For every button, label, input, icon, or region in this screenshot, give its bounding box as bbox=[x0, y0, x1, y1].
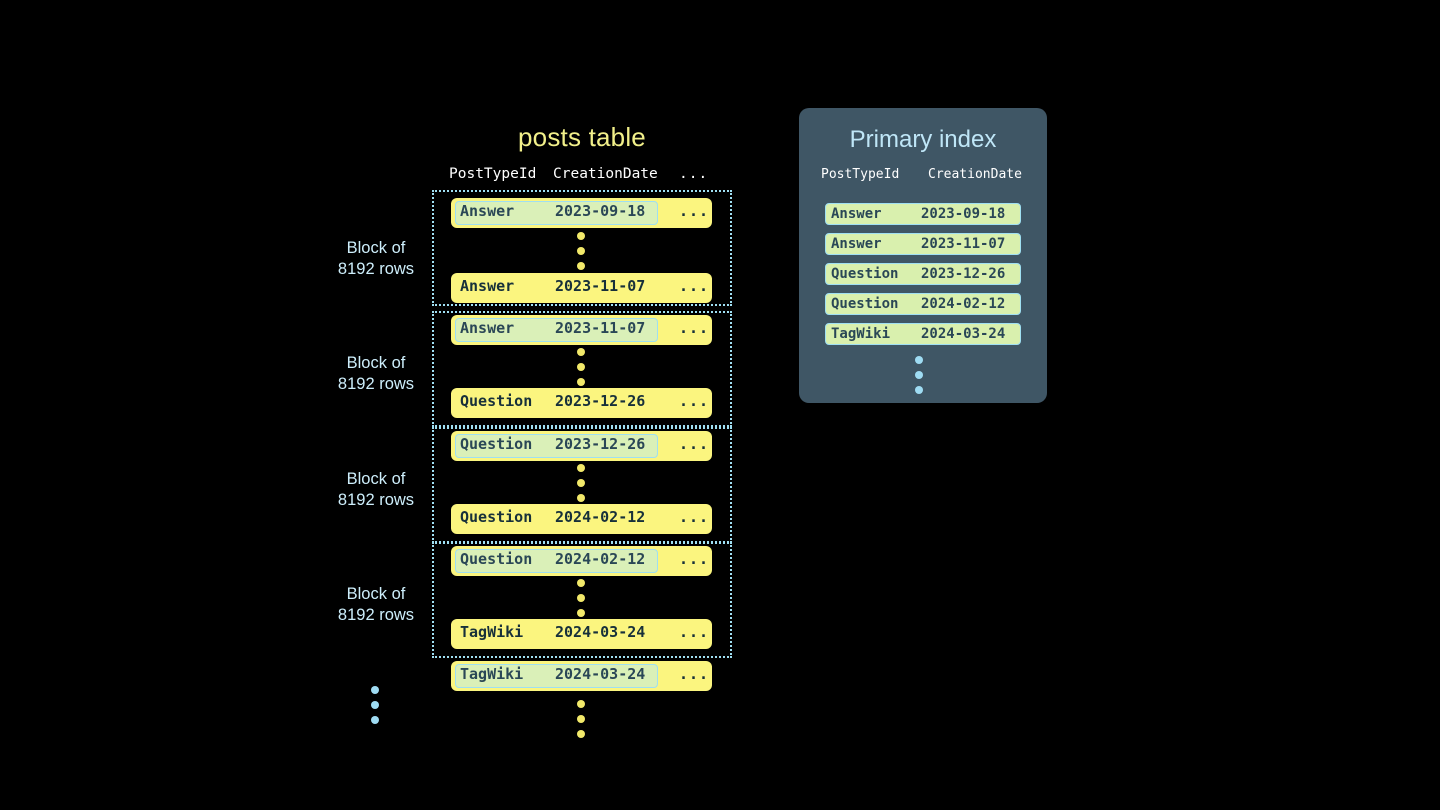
cell-ellipsis: ... bbox=[679, 508, 710, 526]
cell-creationdate: 2024-02-12 bbox=[555, 550, 646, 568]
cell-ellipsis: ... bbox=[679, 550, 710, 568]
row-ellipsis-block1 bbox=[577, 232, 587, 277]
row-ellipsis-block3 bbox=[577, 464, 587, 509]
cell-creationdate: 2023-11-07 bbox=[555, 277, 646, 295]
cell-creationdate: 2024-03-24 bbox=[921, 326, 1006, 342]
cell-posttypeid: Answer bbox=[831, 236, 882, 252]
cell-posttypeid: Question bbox=[460, 392, 533, 410]
primary-index-panel: Primary index PostTypeId CreationDate An… bbox=[799, 108, 1047, 403]
key-highlight-box bbox=[455, 549, 658, 573]
column-header-posttypeid: PostTypeId bbox=[821, 167, 900, 182]
cell-creationdate: 2023-12-26 bbox=[555, 435, 646, 453]
block-2 bbox=[432, 311, 732, 427]
table-continuation-ellipsis bbox=[577, 700, 587, 745]
cell-ellipsis: ... bbox=[679, 319, 710, 337]
primary-index-row: Answer 2023-11-07 bbox=[825, 233, 1021, 255]
block-2-label: Block of 8192 rows bbox=[337, 354, 415, 393]
column-header-ellipsis: ... bbox=[679, 166, 709, 182]
cell-creationdate: 2023-12-26 bbox=[921, 266, 1006, 282]
posts-table-title: posts table bbox=[518, 122, 646, 152]
key-highlight-box bbox=[455, 201, 658, 225]
posts-table-column-headers: PostTypeId CreationDate ... bbox=[449, 166, 714, 186]
posts-row-trailing: TagWiki 2024-03-24 ... bbox=[451, 661, 712, 691]
primary-index-row: Question 2023-12-26 bbox=[825, 263, 1021, 285]
cell-posttypeid: Question bbox=[831, 266, 899, 282]
cell-ellipsis: ... bbox=[679, 665, 710, 683]
cell-posttypeid: TagWiki bbox=[831, 326, 891, 342]
posts-row-block2-first: Answer 2023-11-07 ... bbox=[451, 315, 712, 345]
cell-creationdate: 2023-11-07 bbox=[555, 319, 646, 337]
cell-posttypeid: TagWiki bbox=[460, 665, 524, 683]
cell-posttypeid: Question bbox=[460, 508, 533, 526]
cell-creationdate: 2024-03-24 bbox=[555, 665, 646, 683]
cell-creationdate: 2024-03-24 bbox=[555, 623, 646, 641]
block-4 bbox=[432, 542, 732, 658]
cell-posttypeid: TagWiki bbox=[460, 623, 524, 641]
cell-ellipsis: ... bbox=[679, 435, 710, 453]
block-3-label: Block of 8192 rows bbox=[337, 470, 415, 509]
column-header-creationdate: CreationDate bbox=[553, 166, 658, 182]
cell-posttypeid: Answer bbox=[460, 202, 515, 220]
cell-posttypeid: Answer bbox=[460, 277, 515, 295]
cell-ellipsis: ... bbox=[679, 277, 710, 295]
cell-creationdate: 2023-11-07 bbox=[921, 236, 1006, 252]
primary-index-row: Answer 2023-09-18 bbox=[825, 203, 1021, 225]
cell-posttypeid: Question bbox=[460, 550, 533, 568]
posts-row-block4-first: Question 2024-02-12 ... bbox=[451, 546, 712, 576]
block-4-label: Block of 8192 rows bbox=[337, 585, 415, 624]
posts-row-block2-last: Question 2023-12-26 ... bbox=[451, 388, 712, 418]
key-highlight-box bbox=[455, 664, 658, 688]
cell-ellipsis: ... bbox=[679, 202, 710, 220]
cell-creationdate: 2023-09-18 bbox=[555, 202, 646, 220]
key-highlight-box bbox=[455, 318, 658, 342]
cell-ellipsis: ... bbox=[679, 623, 710, 641]
primary-index-column-headers: PostTypeId CreationDate bbox=[821, 167, 1031, 185]
posts-row-block1-last: Answer 2023-11-07 ... bbox=[451, 273, 712, 303]
column-header-creationdate: CreationDate bbox=[928, 167, 1022, 182]
block-1-label: Block of 8192 rows bbox=[337, 239, 415, 278]
cell-creationdate: 2024-02-12 bbox=[921, 296, 1006, 312]
cell-posttypeid: Answer bbox=[831, 206, 882, 222]
posts-row-block3-first: Question 2023-12-26 ... bbox=[451, 431, 712, 461]
cell-creationdate: 2023-12-26 bbox=[555, 392, 646, 410]
primary-index-row: Question 2024-02-12 bbox=[825, 293, 1021, 315]
cell-posttypeid: Question bbox=[831, 296, 899, 312]
primary-index-title: Primary index bbox=[849, 126, 997, 153]
posts-row-block1-first: Answer 2023-09-18 ... bbox=[451, 198, 712, 228]
key-highlight-box bbox=[455, 434, 658, 458]
row-ellipsis-block4 bbox=[577, 579, 587, 624]
cell-creationdate: 2024-02-12 bbox=[555, 508, 646, 526]
row-ellipsis-block2 bbox=[577, 348, 587, 393]
blocks-continuation-ellipsis bbox=[371, 686, 381, 731]
posts-row-block4-last: TagWiki 2024-03-24 ... bbox=[451, 619, 712, 649]
primary-index-row: TagWiki 2024-03-24 bbox=[825, 323, 1021, 345]
cell-ellipsis: ... bbox=[679, 392, 710, 410]
posts-row-block3-last: Question 2024-02-12 ... bbox=[451, 504, 712, 534]
column-header-posttypeid: PostTypeId bbox=[449, 166, 537, 182]
primary-index-continuation-ellipsis bbox=[915, 356, 925, 401]
cell-posttypeid: Answer bbox=[460, 319, 515, 337]
cell-creationdate: 2023-09-18 bbox=[921, 206, 1006, 222]
block-1 bbox=[432, 190, 732, 306]
cell-posttypeid: Question bbox=[460, 435, 533, 453]
